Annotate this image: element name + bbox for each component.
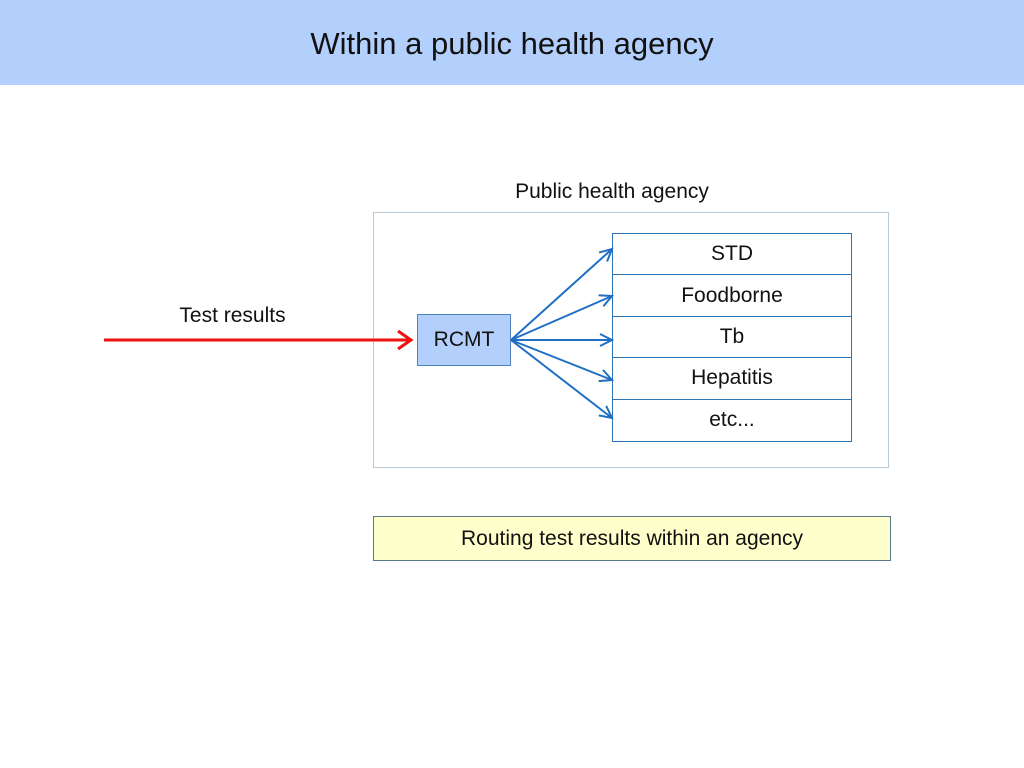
page-title: Within a public health agency — [310, 25, 714, 61]
rcmt-label: RCMT — [433, 328, 495, 351]
agency-label: Public health agency — [515, 180, 709, 203]
caption-box: Routing test results within an agency — [373, 516, 891, 561]
program-item-etc: etc... — [613, 399, 851, 441]
program-item-tb: Tb — [613, 316, 851, 359]
program-label: Foodborne — [681, 283, 783, 307]
program-item-hepatitis: Hepatitis — [613, 358, 851, 400]
program-list: STD Foodborne Tb Hepatitis etc... — [612, 233, 852, 442]
test-results-label: Test results — [179, 304, 286, 327]
program-item-std: STD — [613, 234, 851, 276]
program-label: STD — [711, 242, 753, 266]
program-item-foodborne: Foodborne — [613, 275, 851, 317]
rcmt-node: RCMT — [417, 314, 511, 366]
program-label: etc... — [709, 408, 755, 432]
title-bar: Within a public health agency — [0, 0, 1024, 85]
program-label: Tb — [719, 324, 745, 348]
caption-text: Routing test results within an agency — [460, 526, 804, 550]
program-label: Hepatitis — [691, 366, 773, 390]
